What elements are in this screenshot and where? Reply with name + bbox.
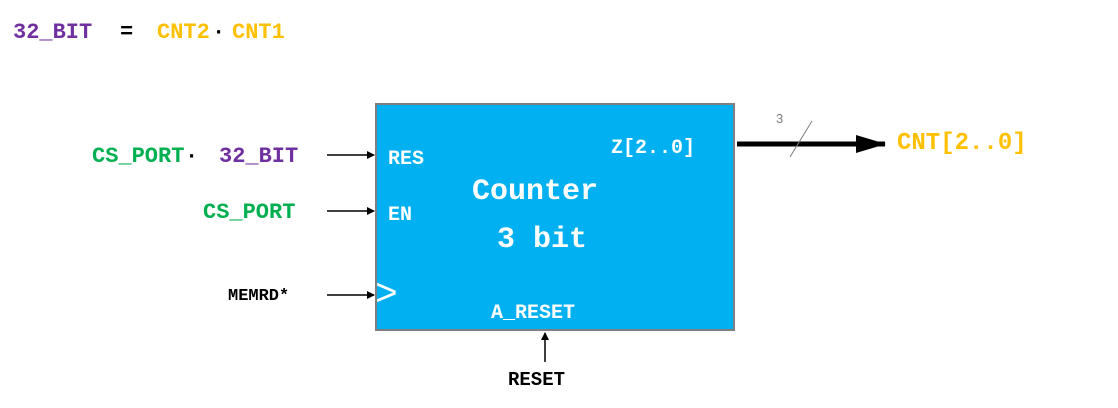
block-title-line2: 3 bit (497, 223, 588, 257)
equation-dot: · (212, 20, 226, 45)
res-input-label-b: 32_BIT (219, 144, 299, 169)
res-input-label-dot: · (185, 144, 199, 169)
counter-block: RES EN > Z[2..0] Counter 3 bit A_RESET (375, 103, 735, 331)
output-signal-label: CNT[2..0] (897, 130, 1027, 157)
bus-width-slash (789, 120, 813, 158)
equation-term2: CNT1 (232, 20, 285, 45)
equation-term1: CNT2 (157, 20, 210, 45)
pin-output-label: Z[2..0] (611, 137, 696, 160)
pin-areset-label: A_RESET (491, 302, 576, 325)
res-input-label-a: CS_PORT (92, 144, 185, 169)
en-input-label: CS_PORT (203, 200, 296, 225)
bus-width-label: 3 (776, 111, 784, 126)
clock-input-symbol: > (375, 274, 398, 317)
clk-input-label: MEMRD* (228, 287, 290, 306)
block-title-line1: Counter (472, 175, 599, 209)
pin-res-label: RES (388, 148, 425, 171)
equation-lhs: 32_BIT (13, 20, 93, 45)
equation-equals: = (120, 20, 134, 45)
reset-input-label: RESET (508, 369, 566, 391)
pin-en-label: EN (388, 204, 413, 227)
